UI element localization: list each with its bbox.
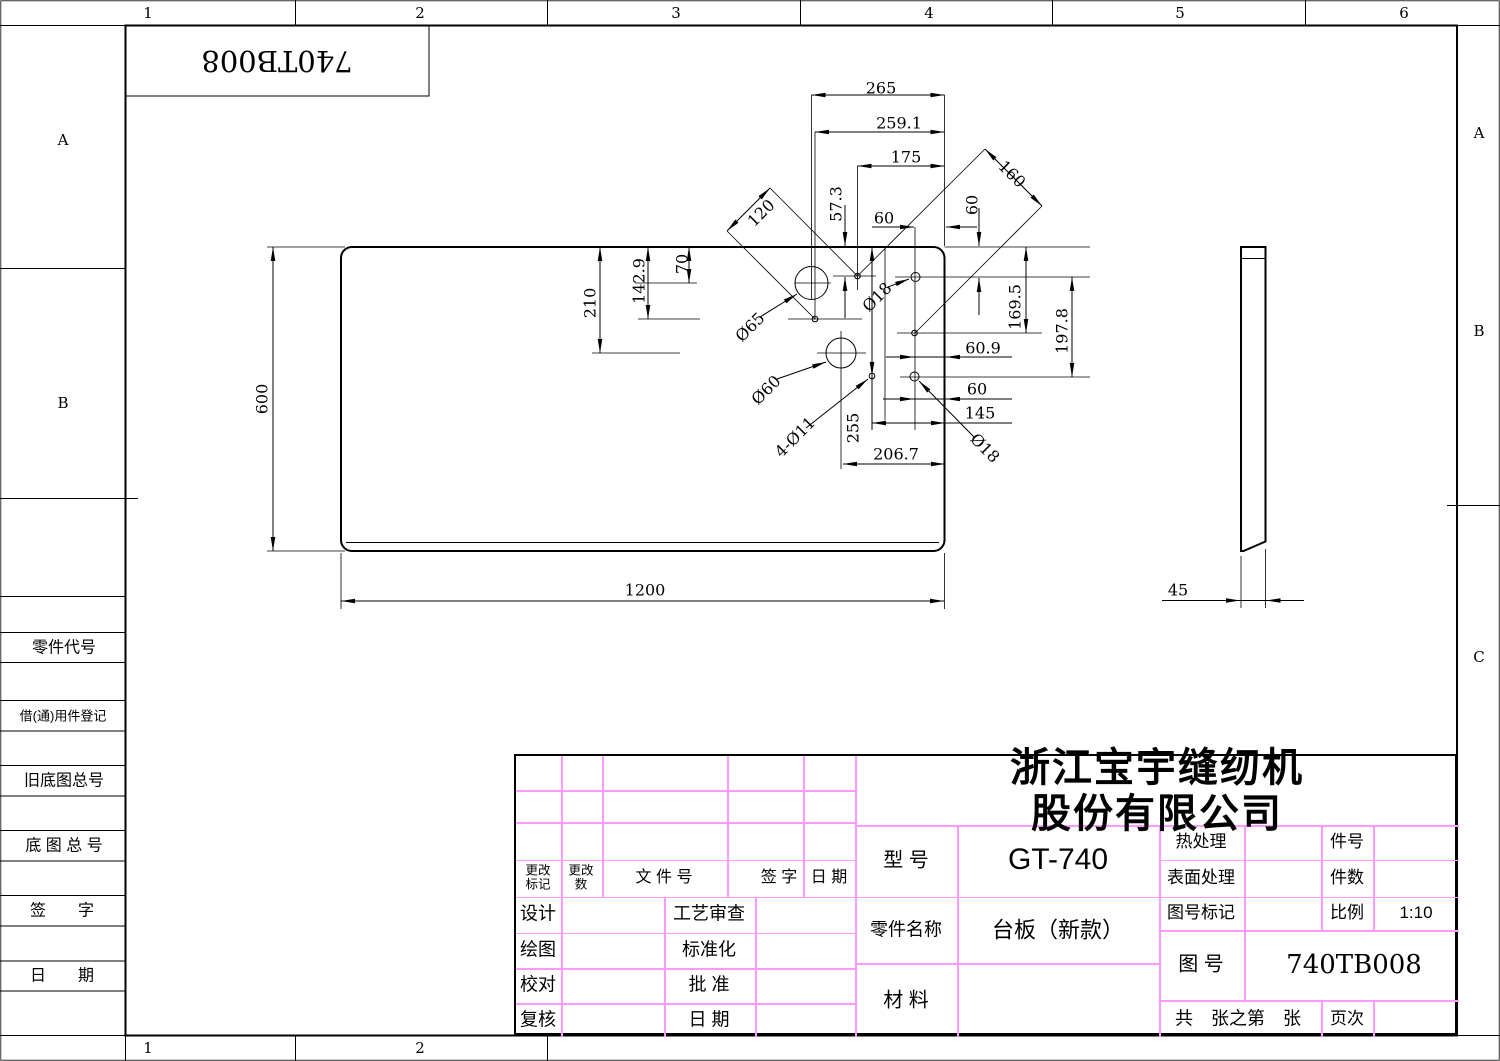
dim-text: 4-Ø11 xyxy=(771,413,819,461)
dim-text: 142.9 xyxy=(630,258,649,304)
inner-frame xyxy=(124,24,1458,1037)
dim-text: 1200 xyxy=(625,581,666,600)
dim-text: 60 xyxy=(967,380,987,399)
dim-text: 160 xyxy=(994,156,1029,191)
leader-d65 xyxy=(759,293,798,318)
dim-text: 60 xyxy=(874,209,894,228)
left-info-panel: 零件代号 借(通)用件登记 旧底图总号 底 图 总 号 签 字 日 期 xyxy=(0,268,138,992)
check-label: 校对 xyxy=(520,974,556,995)
zone-label: 2 xyxy=(415,4,425,22)
extension-lines xyxy=(267,95,1266,609)
recheck-label: 复核 xyxy=(520,1009,556,1030)
row-letter: A xyxy=(57,131,69,149)
panel-row-label: 底 图 总 号 xyxy=(25,837,102,855)
dim-text: 145 xyxy=(965,404,996,423)
side-view-plate xyxy=(1240,246,1267,552)
dim-text: 120 xyxy=(743,195,778,230)
row-letter: B xyxy=(57,394,68,412)
panel-row-label: 零件代号 xyxy=(32,639,96,657)
dim-text: 45 xyxy=(1168,581,1188,600)
row-letter: C xyxy=(1473,648,1484,666)
surface-treatment-label: 表面处理 xyxy=(1167,868,1235,888)
rev-count-header: 更改 数 xyxy=(568,863,594,892)
row-letter: B xyxy=(1473,322,1484,340)
dimension-lines xyxy=(270,92,1304,604)
stamp-box: 740TB008 xyxy=(125,25,430,97)
zone-label: 4 xyxy=(924,4,934,22)
panel-row-label: 签 字 xyxy=(30,902,94,920)
dim-text: 600 xyxy=(253,384,272,415)
panel-row-label: 借(通)用件登记 xyxy=(20,709,107,724)
zone-label: 1 xyxy=(143,1039,153,1057)
zone-label: 3 xyxy=(671,4,681,22)
page-label: 页次 xyxy=(1330,1009,1364,1029)
dim-text: 255 xyxy=(844,413,863,444)
date-header: 日 期 xyxy=(810,868,848,886)
dim-text: 169.5 xyxy=(1006,284,1025,330)
scale-label: 比例 xyxy=(1330,903,1364,923)
leader-d18-top xyxy=(887,278,910,288)
model-label: 型 号 xyxy=(883,849,929,872)
title-block: 浙江宝宇缝纫机股份有限公司 更改 标记 更改 数 文 件 号 签 字 日 期 设… xyxy=(514,746,1459,1037)
design-label: 设计 xyxy=(520,903,556,924)
fig-mark-label: 图号标记 xyxy=(1167,903,1235,923)
sign-header: 签 字 xyxy=(760,868,798,886)
hole-d18-bottom xyxy=(909,371,920,382)
dim-text: Ø18 xyxy=(858,278,895,315)
item-qty-label: 件数 xyxy=(1330,868,1364,888)
scale-value: 1:10 xyxy=(1399,903,1433,923)
company-name: 浙江宝宇缝纫机股份有限公司 xyxy=(1010,746,1304,836)
dim-text: 60.9 xyxy=(965,339,1001,358)
process-review-label: 工艺审查 xyxy=(673,903,745,924)
leader-d11 xyxy=(805,378,869,429)
dimension-texts: 265 259.1 175 160 57.3 120 60 60 70 142.… xyxy=(253,79,1189,600)
fig-no-value: 740TB008 xyxy=(1286,950,1422,980)
stamp-drawing-number: 740TB008 xyxy=(201,44,352,78)
date2-label: 日 期 xyxy=(688,1009,730,1030)
panel-row-label: 日 期 xyxy=(30,967,94,985)
side-outline xyxy=(1240,246,1267,552)
zone-label: 5 xyxy=(1175,4,1185,22)
doc-no-header: 文 件 号 xyxy=(635,868,693,886)
part-name-label: 零件名称 xyxy=(870,919,942,940)
dim-text: 210 xyxy=(581,288,600,319)
model-value: GT-740 xyxy=(1007,842,1109,876)
dim-text: 70 xyxy=(673,254,692,274)
zone-label: 6 xyxy=(1399,4,1409,22)
dim-text: 197.8 xyxy=(1053,308,1072,354)
leader-d18-bottom xyxy=(918,380,975,438)
item-no-label: 件号 xyxy=(1330,832,1364,852)
dim-text: 259.1 xyxy=(876,114,922,133)
rev-mark-header: 更改 标记 xyxy=(525,863,551,892)
panel-row-label: 旧底图总号 xyxy=(24,772,104,790)
sheet-count-note: 共 张之第 张 xyxy=(1175,1008,1301,1029)
fig-no-label: 图 号 xyxy=(1178,953,1224,976)
dim-text: 175 xyxy=(891,148,922,167)
dim-text: 60 xyxy=(963,195,982,215)
heat-treatment-label: 热处理 xyxy=(1175,832,1227,852)
dim-text: 265 xyxy=(866,79,897,98)
zone-label: 1 xyxy=(143,4,153,22)
leader-d60 xyxy=(776,361,827,380)
draw-label: 绘图 xyxy=(520,939,556,960)
dim-text: 206.7 xyxy=(873,445,919,464)
material-label: 材 料 xyxy=(883,989,929,1012)
standardize-label: 标准化 xyxy=(682,939,736,960)
row-letter: A xyxy=(1473,124,1485,142)
dim-text: Ø60 xyxy=(747,371,784,408)
dim-text: Ø65 xyxy=(731,308,768,345)
approve-label: 批 准 xyxy=(688,974,730,995)
zone-label: 2 xyxy=(415,1039,425,1057)
part-name-value: 台板（新款） xyxy=(991,917,1125,943)
dim-text: 57.3 xyxy=(827,186,846,222)
